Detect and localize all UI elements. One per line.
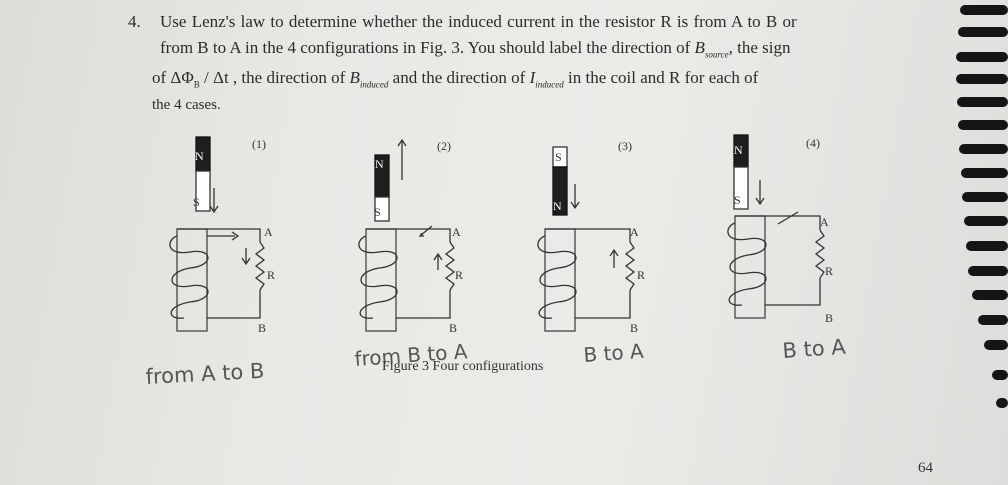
case-3-a: A	[630, 225, 639, 239]
arrow-down-3	[570, 184, 580, 210]
b-induced-symbol: Binduced	[349, 68, 389, 90]
question-line-1: Use Lenz's law to determine whether the …	[160, 12, 797, 31]
binder-rings	[956, 5, 1008, 408]
coil-winding-3	[537, 235, 577, 319]
i-induced-symbol: Iinduced	[529, 68, 564, 90]
magnet-2-s: S	[374, 205, 381, 219]
case-2-r: R	[455, 268, 463, 282]
case-3-r: R	[637, 268, 645, 282]
case-3-b: B	[630, 321, 638, 335]
case-3: (3) S N A R B B to A	[537, 139, 645, 367]
case-1-r: R	[267, 268, 275, 282]
arrow-up-2	[397, 138, 407, 180]
resistor-4	[814, 229, 826, 279]
page-number: 64	[918, 460, 934, 476]
magnet-4-s: S	[734, 193, 741, 207]
coil-core-4	[734, 215, 766, 319]
question-line-4: the 4 cases.	[152, 97, 221, 113]
case-4-label: (4)	[806, 136, 820, 150]
case-1-label: (1)	[252, 137, 266, 151]
case-1-b: B	[258, 321, 266, 335]
coil-core-1	[176, 228, 208, 332]
magnet-4-n: N	[734, 143, 743, 157]
magnet-3-bottom	[552, 166, 568, 216]
case-2-a: A	[452, 225, 461, 239]
arrow-down-1	[209, 188, 219, 214]
magnet-2-n: N	[375, 157, 384, 171]
question-line-2: from B to A in the 4 configurations in F…	[160, 37, 790, 65]
case-4-b: B	[825, 311, 833, 325]
case-1-answer: from A to B	[145, 359, 265, 389]
coil-winding-2	[358, 235, 398, 319]
case-2-b: B	[449, 321, 457, 335]
magnet-1-s: S	[193, 195, 200, 209]
case-1: (1) N S A R B from A to B	[145, 136, 275, 389]
magnet-1-n: N	[195, 149, 204, 163]
resistor-3	[624, 241, 636, 291]
coil-winding-4	[727, 222, 767, 306]
question-number: 4.	[128, 12, 141, 31]
magnet-3-s: S	[555, 150, 562, 164]
case-2-label: (2)	[437, 139, 451, 153]
case-4-r: R	[825, 264, 833, 278]
b-source-symbol: Bsource	[694, 38, 729, 60]
case-4: (4) N S A R B B to A	[727, 134, 847, 363]
case-4-a: A	[820, 215, 829, 229]
coil-winding-1	[169, 235, 209, 319]
coil-core-2	[365, 228, 397, 332]
coil-core-3	[544, 228, 576, 332]
figure-caption: Figure 3 Four configurations	[382, 359, 543, 374]
question-line-3: of ΔΦB / Δt , the direction of Binduced …	[152, 68, 759, 90]
case-2: (2) N S A R B from B to A	[354, 138, 468, 371]
question-line-2b: , the sign	[728, 38, 791, 57]
resistor-1	[254, 241, 266, 291]
case-3-label: (3)	[618, 139, 632, 153]
question-line-2a: from B to A in the 4 configurations in F…	[160, 38, 695, 57]
arrow-down-4	[755, 180, 765, 206]
case-4-answer: B to A	[782, 335, 847, 363]
resistor-2	[444, 241, 456, 291]
case-3-answer: B to A	[583, 339, 645, 367]
magnet-3-n: N	[553, 199, 562, 213]
case-1-a: A	[264, 225, 273, 239]
